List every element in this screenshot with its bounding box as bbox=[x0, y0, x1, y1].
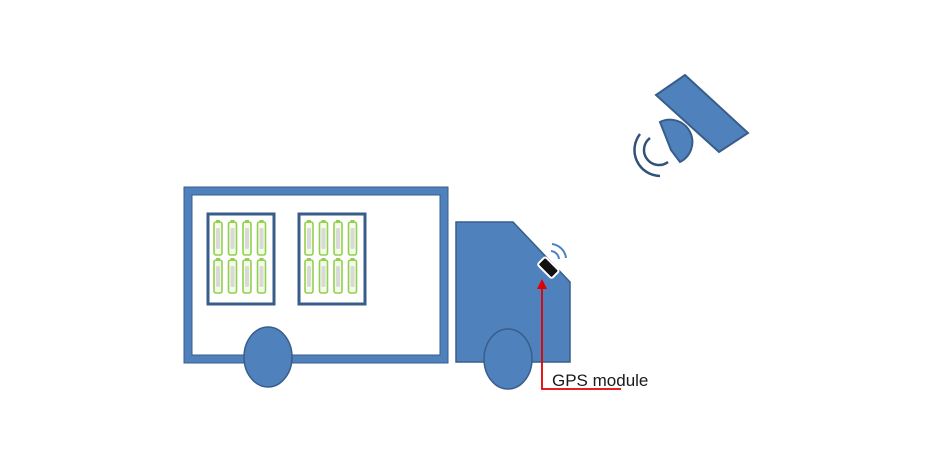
battery-pack-right bbox=[297, 212, 367, 306]
gps-device-icon bbox=[537, 256, 560, 279]
satellite-signal-arc-inner bbox=[642, 137, 669, 167]
battery-cell-icon bbox=[242, 220, 252, 256]
front-wheel bbox=[483, 328, 533, 390]
battery-cell-icon bbox=[227, 220, 238, 256]
signal-waves-icon bbox=[550, 243, 567, 260]
battery-cell-icon bbox=[242, 258, 252, 294]
battery-cell-icon bbox=[347, 220, 358, 256]
battery-pack-left bbox=[206, 212, 276, 306]
battery-cell-icon bbox=[256, 258, 267, 294]
battery-cell-icon bbox=[304, 258, 314, 294]
truck-cargo-box bbox=[183, 186, 449, 364]
battery-cell-icon bbox=[213, 258, 223, 294]
battery-cell-icon bbox=[213, 220, 223, 256]
battery-cell-icon bbox=[256, 220, 267, 256]
battery-cell-icon bbox=[227, 258, 238, 294]
gps-pointer-arrow bbox=[537, 279, 621, 390]
gps-module-label: GPS module bbox=[552, 371, 649, 390]
battery-cell-icon bbox=[347, 258, 358, 294]
battery-cell-icon bbox=[333, 258, 343, 294]
satellite-signal-arc-outer bbox=[633, 133, 661, 178]
satellite-solar-panel bbox=[654, 73, 750, 154]
battery-cell-icon bbox=[304, 220, 314, 256]
rear-wheel bbox=[243, 326, 293, 388]
battery-cell-icon bbox=[318, 258, 329, 294]
battery-cell-icon bbox=[318, 220, 329, 256]
satellite-icon bbox=[633, 73, 750, 178]
battery-cell-icon bbox=[333, 220, 343, 256]
satellite-dish bbox=[658, 118, 694, 164]
